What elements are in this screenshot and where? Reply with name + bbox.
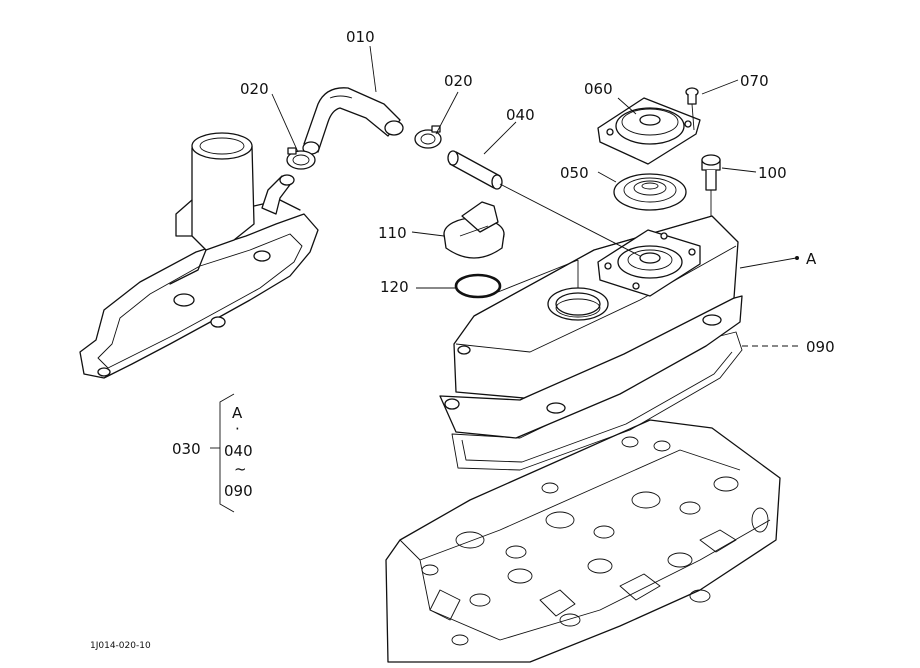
oil-filler-cap-110 [443,201,505,259]
assembly-range-start: A [232,404,243,422]
assembly-bracket: 030 A · 040 ~ 090 [172,393,253,513]
callout-a: A [806,250,817,268]
hose-clamp-020b [414,125,442,149]
screw-070 [685,87,699,131]
callout-070: 070 [740,72,769,90]
callout-110: 110 [378,224,407,242]
assembly-range-end: 090 [224,482,253,500]
callout-050: 050 [560,164,589,182]
callout-010: 010 [346,28,375,46]
callout-090: 090 [806,338,835,356]
assembly-range-tilde: ~ [234,460,247,478]
callout-020-left: 020 [240,80,269,98]
hose-clamp-020a [286,147,316,170]
diaphragm-050 [613,173,687,211]
callout-labels: 010 020 020 040 060 070 050 100 110 120 … [240,28,835,356]
o-ring-120 [454,273,502,299]
assembly-number-030: 030 [172,440,201,458]
callout-100: 100 [758,164,787,182]
breather-cover-060 [597,97,701,165]
cylinder-head [385,419,781,663]
breather-pipe-040 [447,150,503,190]
leader-lines [271,45,800,347]
breather-hose-010 [302,87,404,155]
intake-manifold [79,132,319,379]
drawing-code: 1J014-020-10 [90,641,151,651]
callout-020-right: 020 [444,72,473,90]
assembly-range-mid: 040 [224,442,253,460]
callout-120: 120 [380,278,409,296]
callout-040: 040 [506,106,535,124]
assembly-range-dot: · [235,420,240,438]
callout-060: 060 [584,80,613,98]
rocker-arm-cover [439,215,743,471]
